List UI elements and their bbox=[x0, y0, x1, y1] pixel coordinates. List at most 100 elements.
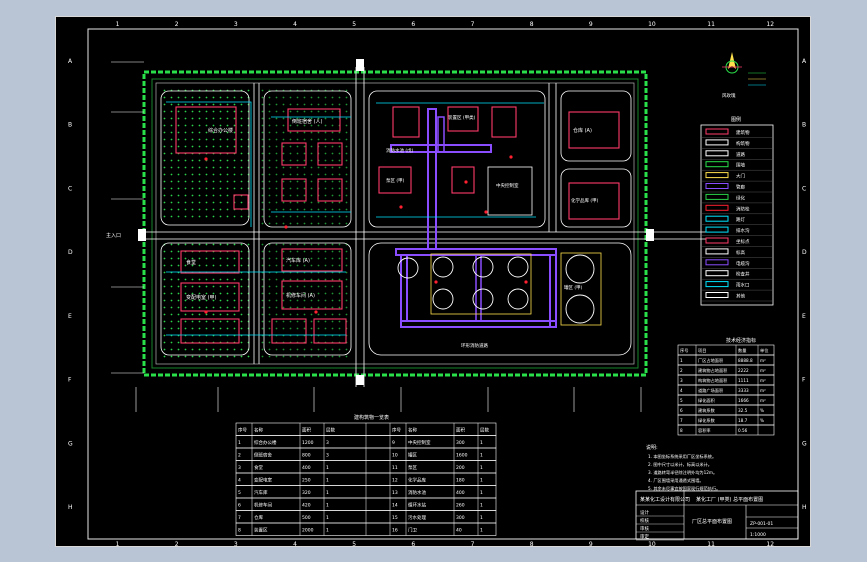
column-number: 2 bbox=[175, 21, 179, 28]
building-cell: 1 bbox=[326, 503, 329, 509]
role-label: 审核 bbox=[640, 525, 649, 532]
building-cell: 污水处理 bbox=[408, 514, 426, 521]
building-cell: 16 bbox=[392, 528, 398, 534]
building-cell: 10 bbox=[392, 453, 398, 459]
label-pump: 泵区 (甲) bbox=[386, 178, 405, 184]
building-cell: 250 bbox=[302, 478, 311, 484]
building-cell: 3 bbox=[326, 453, 329, 459]
legend-label: 大门 bbox=[736, 173, 745, 180]
column-number: 6 bbox=[411, 21, 415, 28]
row-letter: D bbox=[68, 249, 73, 256]
building-cell: 序号 bbox=[392, 427, 401, 434]
tech-cell: 2222 bbox=[738, 368, 749, 373]
column-number: 11 bbox=[707, 21, 715, 28]
legend-symbol bbox=[705, 281, 729, 288]
column-number: 3 bbox=[234, 21, 238, 28]
row-letter: G bbox=[802, 440, 807, 447]
column-number: 3 bbox=[234, 541, 238, 548]
tech-cell: 1 bbox=[680, 358, 683, 363]
building-cell: 变配电室 bbox=[254, 477, 272, 484]
tech-cell: m² bbox=[760, 378, 766, 383]
label-garage: 汽车库 (A) bbox=[286, 257, 310, 264]
building-cell: 层数 bbox=[326, 427, 335, 434]
tech-cell: 2 bbox=[680, 368, 683, 373]
block-outlines bbox=[160, 90, 632, 356]
building-cell: 1 bbox=[480, 465, 483, 471]
row-letter: A bbox=[802, 58, 807, 65]
buildings bbox=[175, 106, 620, 344]
role-label: 校核 bbox=[640, 517, 649, 524]
tech-cell: 3 bbox=[680, 378, 683, 383]
tech-cell: 4 bbox=[680, 388, 683, 393]
column-number: 1 bbox=[116, 21, 120, 28]
coordinate-ticks bbox=[111, 61, 642, 412]
column-number: 11 bbox=[707, 541, 715, 548]
legend-symbol bbox=[705, 161, 729, 168]
row-letter: G bbox=[68, 440, 73, 447]
building-cell: 1600 bbox=[456, 453, 468, 459]
building-cell: 罐区 bbox=[408, 452, 417, 459]
drawing-name: 厂区总平面布置图 bbox=[692, 518, 732, 525]
legend-symbol bbox=[705, 292, 729, 298]
legend-symbol bbox=[705, 270, 729, 277]
building-cell: 装置区 bbox=[254, 527, 268, 534]
column-number: 7 bbox=[471, 21, 475, 28]
note-line: 5. 其余未尽事宜按国家现行规范执行。 bbox=[648, 485, 720, 492]
building-cell: 面积 bbox=[456, 427, 465, 434]
tech-cell: 18.7 bbox=[738, 418, 748, 423]
label-fire-pool: 消防水池 (戊) bbox=[386, 147, 414, 154]
notes-title: 说明: bbox=[646, 444, 658, 451]
tech-cell: % bbox=[760, 418, 764, 423]
building-cell: 14 bbox=[392, 503, 398, 509]
legend-label: 检查井 bbox=[736, 271, 750, 278]
building-cell: 8 bbox=[238, 528, 241, 534]
building-cell: 4 bbox=[238, 478, 241, 484]
building-cell: 1 bbox=[326, 528, 329, 534]
building-cell: 倒班宿舍 bbox=[254, 452, 272, 459]
building-cell: 200 bbox=[456, 465, 465, 471]
tech-cell: 0.56 bbox=[738, 428, 748, 433]
legend-symbol bbox=[705, 128, 729, 135]
tech-cell: 5 bbox=[680, 398, 683, 403]
svg-text:风玫瑰: 风玫瑰 bbox=[722, 92, 736, 99]
tech-cell: 绿化面积 bbox=[698, 397, 715, 404]
building-cell: 3 bbox=[238, 465, 241, 471]
inner-frame bbox=[87, 28, 799, 540]
building-cell: 1 bbox=[326, 490, 329, 496]
legend-title: 图例 bbox=[731, 116, 741, 123]
row-letter: C bbox=[802, 185, 806, 192]
label-process-unit: 装置区 (甲类) bbox=[448, 114, 476, 121]
building-cell: 13 bbox=[392, 490, 398, 496]
road-network bbox=[144, 67, 706, 387]
tech-cell: 1666 bbox=[738, 398, 749, 403]
row-letter: E bbox=[68, 313, 72, 320]
label-canteen: 食堂 bbox=[186, 259, 196, 266]
pipe-rack bbox=[390, 108, 557, 328]
note-line: 3. 道路转弯半径除注明外均为12m。 bbox=[648, 469, 717, 476]
label-warehouse: 仓库 (A) bbox=[573, 127, 592, 134]
tech-cell: 项目 bbox=[698, 348, 706, 354]
fire-hydrants bbox=[204, 155, 528, 314]
title-block: 某某化工设计有限公司 某化工厂 (甲类) 总平面布置图 厂区总平面布置图 ZP-… bbox=[635, 490, 799, 541]
building-cell: 800 bbox=[302, 453, 311, 459]
office-building bbox=[175, 106, 237, 154]
building-cell: 综合办公楼 bbox=[254, 439, 277, 446]
project-name: 某化工厂 (甲类) 总平面布置图 bbox=[696, 496, 763, 503]
label-control-room: 中央控制室 bbox=[496, 182, 519, 189]
column-number: 1 bbox=[116, 541, 120, 548]
tech-cell: m² bbox=[760, 398, 766, 403]
tech-cell: 容积率 bbox=[698, 427, 711, 434]
row-letter: A bbox=[68, 58, 73, 65]
legend-symbol bbox=[705, 248, 729, 255]
column-number: 6 bbox=[411, 541, 415, 548]
building-cell: 300 bbox=[456, 440, 465, 446]
building-cell: 消防水池 bbox=[408, 489, 426, 496]
label-tank-farm: 罐区 (甲) bbox=[564, 284, 583, 291]
tech-cell: 数量 bbox=[738, 347, 746, 354]
building-cell: 1 bbox=[326, 478, 329, 484]
legend: 图例 建筑物构筑物道路围墙大门管廊绿化消防栓路灯排水沟坐标点标高电缆沟检查井雨水… bbox=[700, 116, 774, 306]
